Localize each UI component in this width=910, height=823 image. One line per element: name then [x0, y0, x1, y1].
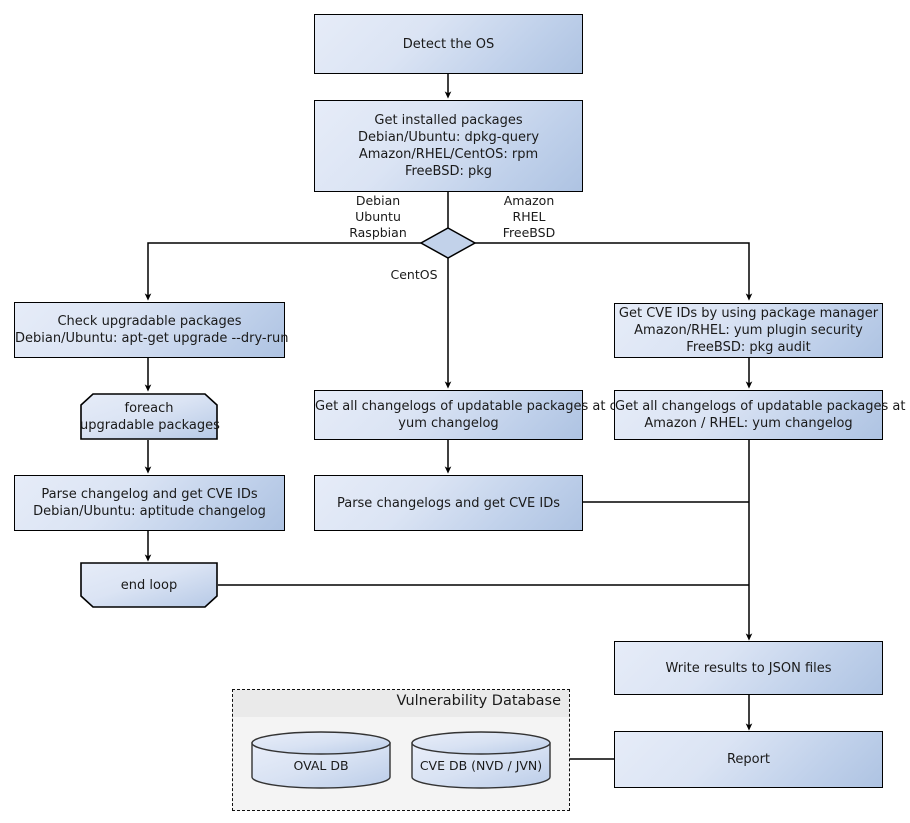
- edge-label-left-line3: Raspbian: [349, 225, 407, 240]
- edge-label-right-line2: RHEL: [512, 209, 546, 224]
- node-get-installed-packages[interactable]: Get installed packages Debian/Ubuntu: dp…: [314, 100, 583, 192]
- node-installed-line4: FreeBSD: pkg: [404, 164, 493, 179]
- node-cve-pkg-line1: Get CVE IDs by using package manager: [618, 306, 879, 321]
- node-write-results[interactable]: Write results to JSON files: [614, 641, 883, 695]
- node-installed-line2: Debian/Ubuntu: dpkg-query: [357, 130, 540, 145]
- cve-db-cylinder[interactable]: CVE DB (NVD / JVN): [411, 731, 551, 789]
- edge-label-left-line1: Debian: [355, 193, 401, 208]
- oval-db-cylinder[interactable]: OVAL DB: [251, 731, 391, 789]
- edge-decision-left: [144, 242, 421, 301]
- node-write-results-label: Write results to JSON files: [665, 660, 832, 676]
- node-foreach-line2: upgradable packages: [80, 417, 220, 433]
- cylinder-shape: [411, 731, 551, 789]
- vulnerability-database-title: Vulnerability Database: [396, 693, 561, 709]
- node-parse-center-label: Parse changelogs and get CVE IDs: [336, 495, 561, 511]
- node-foreach-loop[interactable]: foreach upgradable packages: [80, 393, 220, 440]
- node-end-loop[interactable]: end loop: [80, 562, 218, 608]
- node-report[interactable]: Report: [614, 731, 883, 788]
- node-changelogs-rhel[interactable]: Get all changelogs of updatable packages…: [614, 390, 910, 440]
- vulnerability-database-group: Vulnerability Database OVAL DB: [232, 689, 570, 811]
- loop-end-shape: [80, 562, 218, 608]
- edge-decision-right: [475, 242, 753, 301]
- node-check-line1: Check upgradable packages: [57, 314, 242, 329]
- node-centerlogs-line2: yum changelog: [398, 416, 499, 431]
- oval-db-label: OVAL DB: [293, 758, 349, 773]
- node-parse-deb-line2: Debian/Ubuntu: aptitude changelog: [33, 504, 266, 519]
- node-cve-pkg-line3: FreeBSD: pkg audit: [686, 340, 811, 355]
- edge-label-center-branch: CentOS: [390, 267, 438, 282]
- node-end-loop-label: end loop: [120, 577, 178, 593]
- node-report-label: Report: [726, 752, 771, 767]
- edge-label-right-line3: FreeBSD: [502, 225, 556, 240]
- edge-label-right-branch: Amazon RHEL FreeBSD: [489, 193, 569, 241]
- edge-label-right-line1: Amazon: [503, 193, 555, 208]
- node-cve-pkg-line2: Amazon/RHEL: yum plugin security: [634, 323, 863, 338]
- cve-db-label: CVE DB (NVD / JVN): [419, 758, 543, 773]
- vulnerability-database-titlebar: [233, 690, 569, 717]
- loop-start-shape: [80, 393, 218, 440]
- node-check-upgradable[interactable]: Check upgradable packages Debian/Ubuntu:…: [14, 302, 289, 358]
- node-detect-os[interactable]: Detect the OS: [314, 14, 583, 74]
- cylinder-shape: [251, 731, 391, 789]
- node-parse-changelog-debian[interactable]: Parse changelog and get CVE IDs Debian/U…: [14, 475, 285, 531]
- node-changelogs-centos[interactable]: Get all changelogs of updatable packages…: [314, 390, 641, 440]
- edge-label-left-branch: Debian Ubuntu Raspbian: [338, 193, 418, 241]
- node-rhellogs-line2: Amazon / RHEL: yum changelog: [644, 416, 853, 431]
- node-parse-changelogs-centos[interactable]: Parse changelogs and get CVE IDs: [314, 475, 583, 531]
- node-installed-line1: Get installed packages: [374, 113, 523, 128]
- node-rhellogs-line1: Get all changelogs of updatable packages…: [615, 399, 910, 414]
- node-get-cve-package-manager[interactable]: Get CVE IDs by using package manager Ama…: [614, 303, 883, 358]
- node-parse-deb-line1: Parse changelog and get CVE IDs: [41, 487, 258, 502]
- edge-label-left-line2: Ubuntu: [355, 209, 401, 224]
- node-check-line2: Debian/Ubuntu: apt-get upgrade --dry-run: [15, 331, 289, 346]
- os-decision-diamond: [419, 227, 477, 259]
- node-installed-line3: Amazon/RHEL/CentOS: rpm: [358, 147, 539, 162]
- node-detect-os-label: Detect the OS: [402, 36, 495, 52]
- node-foreach-line1: foreach: [124, 400, 174, 416]
- node-centerlogs-line1: Get all changelogs of updatable packages…: [315, 399, 641, 414]
